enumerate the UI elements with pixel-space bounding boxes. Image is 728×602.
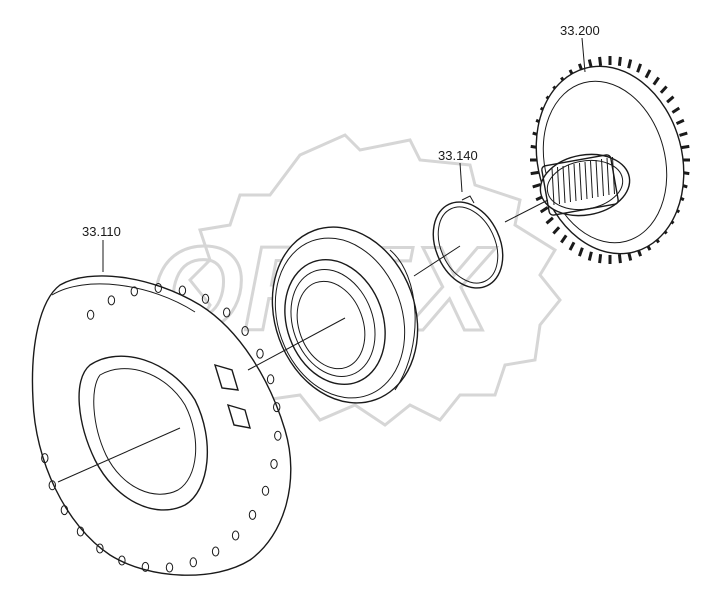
spline-line [606,157,610,196]
bolt-hole [107,295,116,306]
bolt-hole [118,555,126,566]
flange-plate-part[interactable] [31,275,292,576]
bolt-hole [256,348,264,359]
spline-line [557,166,560,205]
spline-line [562,165,566,204]
bolt-hole [48,480,56,491]
hub-splines [551,156,615,206]
spline-line [584,161,588,200]
gear-tooth [617,254,622,264]
spline-line [579,162,582,201]
spline-line [595,159,599,198]
part-label-33140: 33.140 [438,148,478,163]
gear-tooth [671,106,681,114]
gear-tooth [530,170,539,176]
bolt-hole [96,543,104,554]
gear-tooth [577,247,584,257]
spline-line [590,160,593,199]
gear-tooth [598,56,603,66]
gear-tooth [675,118,685,125]
gear-hub-part[interactable] [516,50,704,271]
bolt-hole [273,402,281,413]
bolt-hole [76,526,85,537]
gear-tooth [545,216,554,225]
gear-tooth [627,59,633,69]
gear-tooth [532,183,541,189]
gear-tooth [598,254,603,264]
bolt-hole [60,505,69,516]
spline-line [551,167,555,206]
gear-tooth [587,251,593,261]
bolt-hole [41,453,49,464]
bolt-hole [154,283,163,293]
part-label-33200: 33.200 [560,23,600,38]
gear-tooth [560,234,568,244]
bolt-hole [141,561,150,572]
gear-tooth [617,56,622,66]
leader-lines [57,37,586,483]
bolt-hole [211,546,220,557]
bolt-hole [231,530,240,541]
gear-tooth [568,241,576,251]
gear-tooth [679,131,688,137]
bolt-hole [274,430,282,441]
seal-ring-part[interactable] [248,206,441,423]
gear-tooth [666,95,675,104]
bolt-hole [261,485,270,496]
spline-line [601,158,604,197]
bolt-hole [248,509,257,520]
gear-tooth [652,76,660,86]
bolt-hole [178,285,187,296]
spline-line [568,164,571,203]
spline-line [612,156,615,195]
gear-tooth [539,206,549,214]
part-label-33110: 33.110 [82,224,121,239]
flange-bolt-holes [41,283,282,573]
bolt-hole [86,309,95,320]
gear-tooth [552,226,561,235]
bolt-hole [223,307,231,318]
gear-tooth [644,69,652,79]
bolt-hole [270,459,278,469]
gear-tooth [636,63,643,73]
gear-tooth [681,144,690,150]
bolt-hole [189,557,198,568]
bolt-hole [165,562,174,573]
bolt-hole [130,286,139,297]
bolt-hole [266,374,275,385]
bolt-hole [241,326,249,336]
gear-tooth [659,85,668,94]
bolt-hole [201,293,210,304]
spline-line [573,163,577,202]
